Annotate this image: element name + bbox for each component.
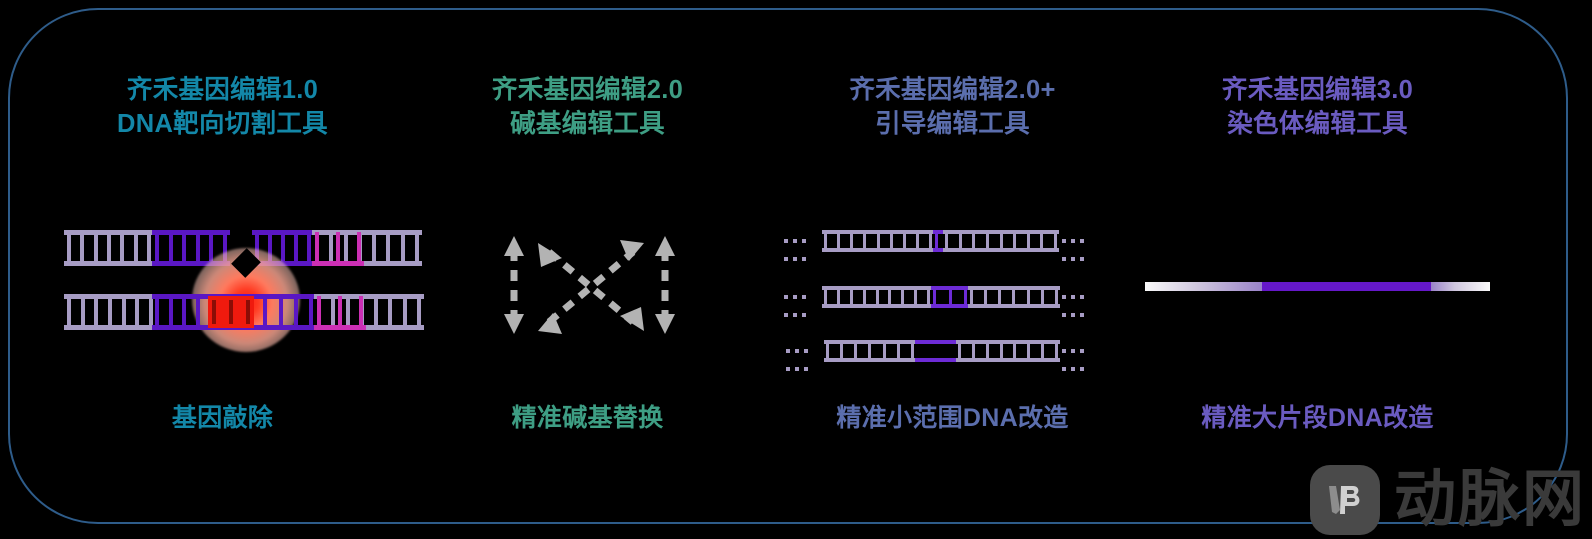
dna-dots-left-2 [784, 286, 818, 317]
panel-gene-editing-3: 齐禾基因编辑2.0+ 引导编辑工具 [770, 0, 1135, 539]
arrow-diagonal-a [546, 249, 636, 325]
dna-core-left-1 [822, 230, 934, 252]
panel-caption-1: 基因敲除 [171, 404, 274, 432]
panel-caption-4: 精准大片段DNA改造 [1201, 404, 1434, 432]
dna-dots-right-1 [1062, 230, 1096, 261]
panel-title-4-line2: 染色体编辑工具 [1227, 109, 1408, 138]
dna-fragment-left-light [64, 230, 154, 266]
dna-edit-region-3 [915, 340, 957, 362]
panel-title-1-line2: DNA靶向切割工具 [117, 109, 328, 138]
cut-core-rungs [212, 300, 250, 324]
watermark-text: 动脉网 [1393, 465, 1586, 534]
panel-gene-editing-2: 齐禾基因编辑2.0 碱基编辑工具 [405, 0, 770, 539]
vb-logo-icon [1309, 465, 1380, 535]
dna-dots-left-3 [786, 340, 820, 371]
dna-edit-region-2 [931, 286, 969, 308]
chromosome-bar [1145, 282, 1490, 291]
panel-illustration-4 [1135, 210, 1500, 370]
chromosome-fade-left [1145, 282, 1263, 291]
dna-bottom-light-left [64, 294, 156, 330]
panel-title-1: 齐禾基因编辑1.0 DNA靶向切割工具 [117, 74, 328, 141]
panel-title-2-line1: 齐禾基因编辑2.0 [491, 76, 684, 104]
vb-monogram-icon [1328, 486, 1360, 514]
chromosome-fade-right [1431, 282, 1490, 291]
chromosome-edit-segment [1262, 282, 1432, 291]
panel-illustration-1 [40, 210, 424, 370]
arrow-diagonal-b [546, 249, 636, 325]
arrow-heads [504, 236, 675, 334]
base-swap-arrow-group [504, 236, 675, 334]
panel-caption-2: 精准碱基替换 [511, 404, 664, 432]
dna-fragment-left-violet [152, 230, 230, 266]
panel-columns: 齐禾基因编辑1.0 DNA靶向切割工具 [40, 0, 1500, 539]
panel-title-2-line2: 碱基编辑工具 [510, 109, 665, 138]
dna-strand-row-2 [770, 284, 1135, 317]
dna-dots-right-3 [1062, 340, 1096, 371]
panel-illustration-2 [405, 210, 770, 370]
panel-title-3: 齐禾基因编辑2.0+ 引导编辑工具 [849, 74, 1055, 141]
dna-core-left-3 [824, 340, 916, 362]
dna-core-right-2 [968, 286, 1060, 308]
panel-title-2: 齐禾基因编辑2.0 碱基编辑工具 [492, 74, 683, 141]
panel-title-4-line1: 齐禾基因编辑3.0 [1221, 76, 1414, 104]
dna-edit-region-1 [933, 230, 944, 252]
dna-dots-left-1 [784, 230, 818, 261]
panel-caption-3: 精准小范围DNA改造 [836, 404, 1069, 432]
panel-title-3-line2: 引导编辑工具 [875, 109, 1030, 138]
watermark: 动脉网 [1309, 465, 1586, 535]
dna-core-left-2 [822, 286, 932, 308]
dna-dots-right-2 [1062, 286, 1096, 317]
dna-strand-row-1 [770, 228, 1135, 261]
panel-title-1-line1: 齐禾基因编辑1.0 [126, 76, 319, 104]
panel-gene-editing-1: 齐禾基因编辑1.0 DNA靶向切割工具 [40, 0, 424, 539]
dna-fragment-magenta-top [312, 230, 364, 266]
panel-illustration-3 [770, 210, 1135, 371]
panel-title-3-line1: 齐禾基因编辑2.0+ [849, 76, 1056, 104]
dna-core-right-3 [956, 340, 1060, 362]
panel-gene-editing-4: 齐禾基因编辑3.0 染色体编辑工具 精准大片段DNA改造 [1135, 0, 1500, 539]
dna-strand-row-3 [770, 338, 1135, 371]
panel-title-4: 齐禾基因编辑3.0 染色体编辑工具 [1222, 74, 1413, 141]
dna-bottom-magenta [314, 294, 366, 330]
dna-core-right-1 [943, 230, 1059, 252]
